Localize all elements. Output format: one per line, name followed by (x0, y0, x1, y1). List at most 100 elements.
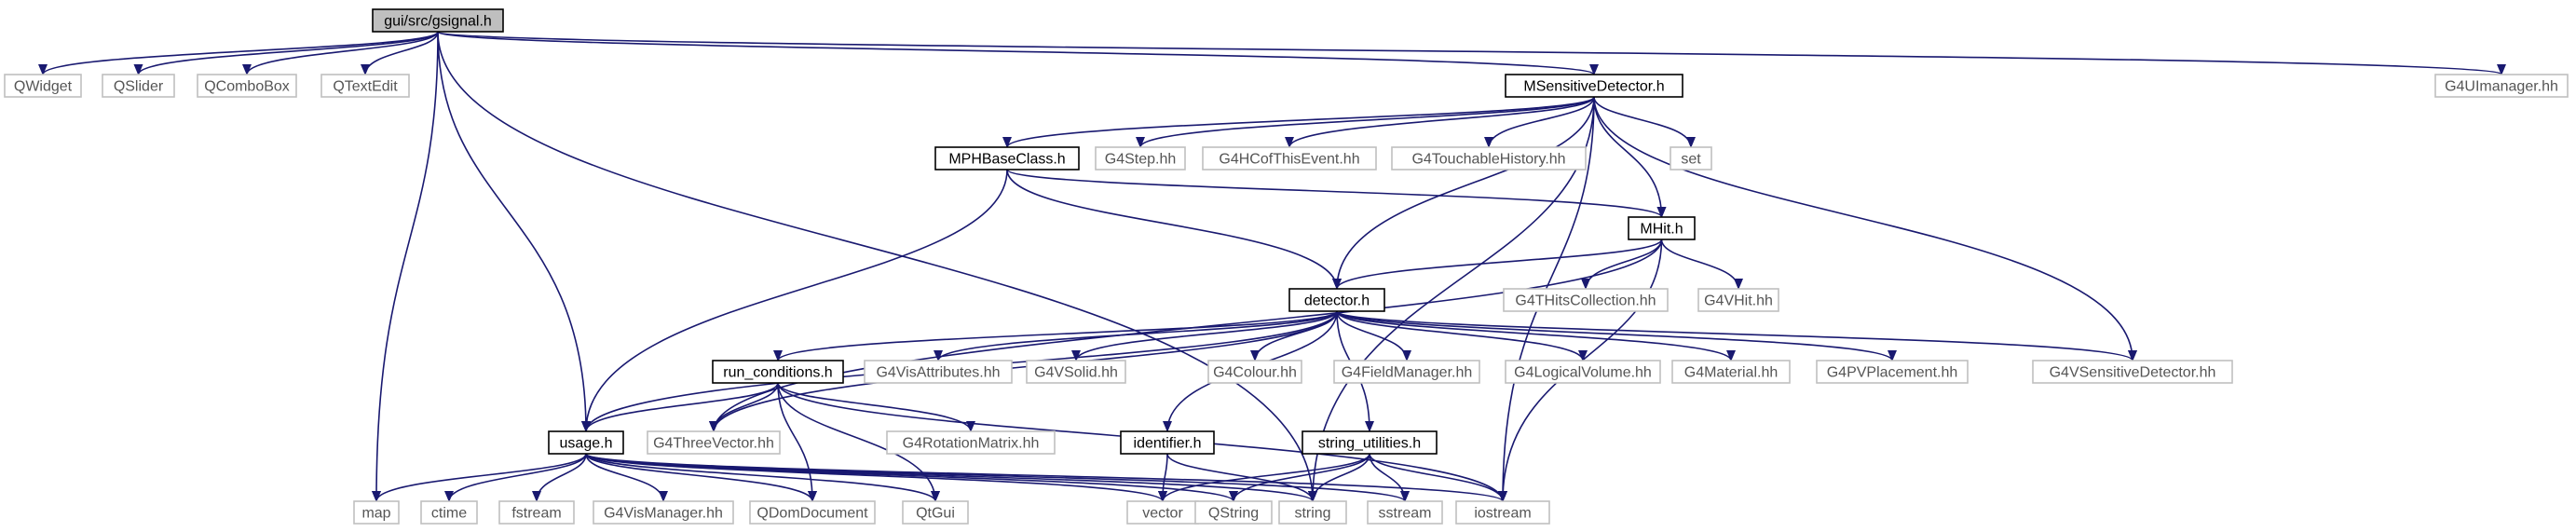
node-label-g4vhit: G4VHit.hh (1704, 293, 1773, 309)
edge-gsignal-to-string (437, 31, 1317, 502)
node-label-identifier: identifier.h (1134, 436, 1202, 452)
edge-usage-to-qdomdocument (585, 453, 817, 502)
node-map: map (353, 500, 400, 525)
edge-mhit-to-g4vhit (1660, 239, 1743, 290)
edge-detector-to-g4fieldmanager (1336, 310, 1411, 361)
node-label-string-utilities: string_utilities.h (1318, 436, 1421, 452)
node-gsignal[interactable]: gui/src/gsignal.h (372, 8, 504, 33)
node-label-g4fieldmanager: G4FieldManager.hh (1342, 365, 1473, 381)
node-box-g4step (1095, 146, 1186, 171)
node-label-qtgui: QtGui (916, 506, 955, 522)
node-qwidget: QWidget (4, 74, 82, 98)
node-box-detector (1288, 288, 1385, 312)
edge-gsignal-to-qcombobox (242, 31, 439, 75)
node-label-mhit: MHit.h (1640, 222, 1683, 238)
node-g4colour: G4Colour.hh (1207, 360, 1302, 384)
edge-detector-to-g4material (1336, 310, 1736, 361)
edge-detector-to-g4threevector (709, 310, 1338, 432)
edge-gsignal-to-g4uimanager (437, 31, 2506, 75)
node-box-g4thitscollection (1503, 288, 1669, 312)
node-box-g4fieldmanager (1333, 360, 1480, 384)
node-g4step: G4Step.hh (1095, 146, 1186, 171)
edge-gsignal-to-qwidget (38, 31, 439, 75)
edge-gsignal-to-map (372, 31, 439, 502)
node-g4uimanager: G4UImanager.hh (2434, 74, 2569, 98)
node-qtgui: QtGui (902, 500, 969, 525)
node-label-g4pvplacement: G4PVPlacement.hh (1827, 365, 1958, 381)
node-qdomdocument: QDomDocument (749, 500, 876, 525)
node-box-fstream (498, 500, 575, 525)
node-g4pvplacement: G4PVPlacement.hh (1816, 360, 1969, 384)
node-box-qtextedit (320, 74, 410, 98)
node-box-msensitivedetector (1505, 74, 1683, 98)
node-g4vismanager: G4VisManager.hh (593, 500, 734, 525)
node-label-iostream: iostream (1474, 506, 1531, 522)
node-string-utilities[interactable]: string_utilities.h (1302, 430, 1438, 455)
dependency-edges (38, 31, 2506, 502)
node-label-g4step: G4Step.hh (1105, 152, 1177, 168)
node-box-g4rotationmatrix (886, 430, 1056, 455)
edge-string-utilities-to-string (1308, 453, 1370, 502)
node-label-qstring: QString (1208, 506, 1259, 522)
edge-mphbaseclass-to-usage (581, 169, 1008, 432)
node-label-qtextedit: QTextEdit (333, 79, 398, 95)
node-box-qdomdocument (749, 500, 876, 525)
node-box-qtgui (902, 500, 969, 525)
node-run-conditions[interactable]: run_conditions.h (712, 360, 844, 384)
node-label-set: set (1681, 152, 1701, 168)
edge-string-utilities-to-vector (1158, 453, 1370, 502)
node-box-string-utilities (1302, 430, 1438, 455)
node-label-g4colour: G4Colour.hh (1213, 365, 1297, 381)
edge-msensitivedetector-to-iostream (1498, 96, 1595, 502)
edge-identifier-to-vector (1158, 453, 1168, 502)
node-label-detector: detector.h (1304, 293, 1370, 309)
edge-run-conditions-to-usage (581, 382, 779, 432)
node-msensitivedetector[interactable]: MSensitiveDetector.h (1505, 74, 1683, 98)
edge-usage-to-fstream (532, 453, 587, 502)
edge-detector-to-g4pvplacement (1336, 310, 1897, 361)
node-box-qslider (102, 74, 175, 98)
node-box-qcombobox (197, 74, 297, 98)
node-box-g4vsolid (1026, 360, 1126, 384)
edge-string-utilities-to-sstream (1369, 453, 1410, 502)
node-detector[interactable]: detector.h (1288, 288, 1385, 312)
node-iostream: iostream (1455, 500, 1550, 525)
edge-gsignal-to-qslider (133, 31, 439, 75)
node-label-g4material: G4Material.hh (1684, 365, 1779, 381)
edge-msensitivedetector-to-mphbaseclass (1002, 96, 1595, 148)
node-g4visattributes: G4VisAttributes.hh (864, 360, 1013, 384)
node-label-qdomdocument: QDomDocument (756, 506, 868, 522)
node-box-g4uimanager (2434, 74, 2569, 98)
node-mphbaseclass[interactable]: MPHBaseClass.h (934, 146, 1080, 171)
edge-msensitivedetector-to-detector (1332, 96, 1595, 290)
node-box-set (1670, 146, 1712, 171)
node-vector: vector (1126, 500, 1199, 525)
node-label-g4vsolid: G4VSolid.hh (1034, 365, 1118, 381)
node-g4vsolid: G4VSolid.hh (1026, 360, 1126, 384)
node-box-qwidget (4, 74, 82, 98)
edge-msensitivedetector-to-mhit (1593, 96, 1667, 218)
node-label-run-conditions: run_conditions.h (723, 365, 832, 381)
edge-detector-to-g4vsolid (1071, 310, 1338, 361)
node-label-vector: vector (1142, 506, 1183, 522)
node-label-g4hcofthisevent: G4HCofThisEvent.hh (1219, 152, 1359, 168)
node-string: string (1278, 500, 1347, 525)
node-label-msensitivedetector: MSensitiveDetector.h (1523, 79, 1664, 95)
node-g4rotationmatrix: G4RotationMatrix.hh (886, 430, 1056, 455)
node-identifier[interactable]: identifier.h (1120, 430, 1215, 455)
node-box-gsignal (372, 8, 504, 33)
node-mhit[interactable]: MHit.h (1628, 216, 1696, 240)
node-g4material: G4Material.hh (1671, 360, 1791, 384)
node-label-gsignal: gui/src/gsignal.h (384, 14, 492, 30)
node-box-g4threevector (647, 430, 781, 455)
edge-gsignal-to-qtextedit (361, 31, 439, 75)
node-box-iostream (1455, 500, 1550, 525)
node-qslider: QSlider (102, 74, 175, 98)
node-label-g4uimanager: G4UImanager.hh (2445, 79, 2558, 95)
node-qstring: QString (1194, 500, 1273, 525)
node-usage[interactable]: usage.h (548, 430, 624, 455)
edge-detector-to-g4vsensitivedetector (1336, 310, 2137, 361)
node-label-fstream: fstream (511, 506, 561, 522)
